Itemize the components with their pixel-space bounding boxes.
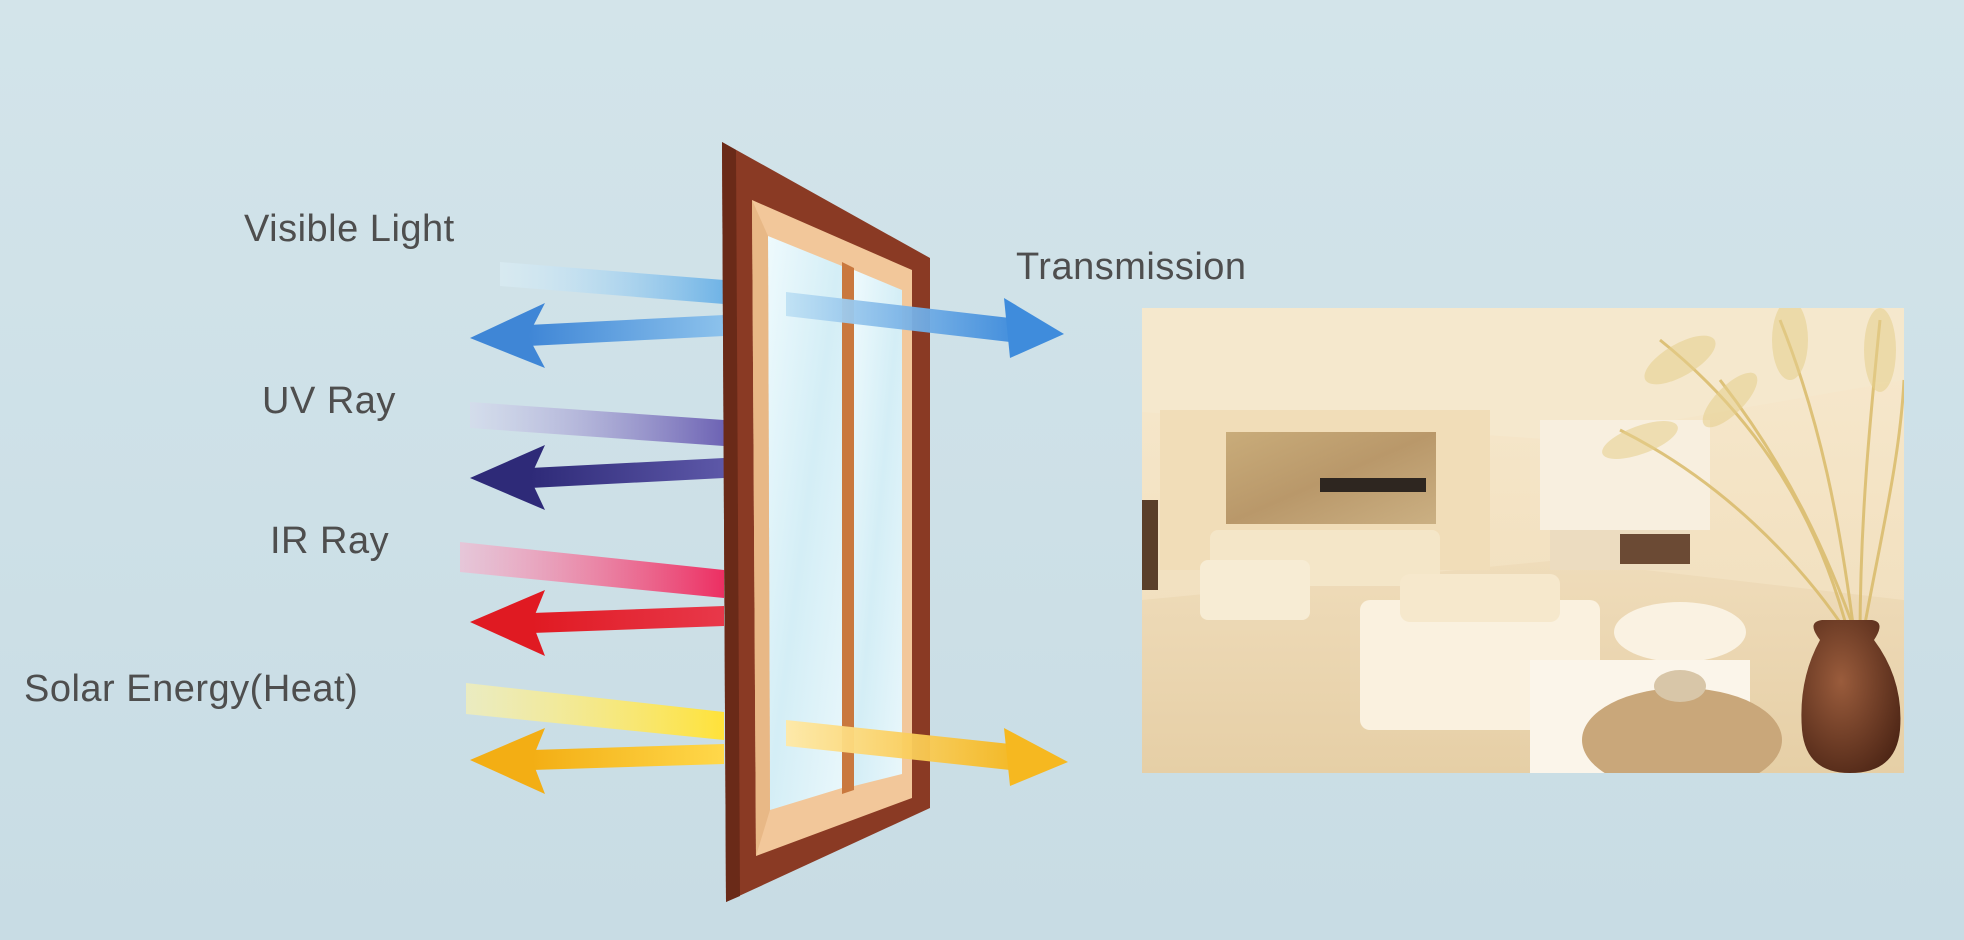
glass-pane-left bbox=[768, 236, 842, 810]
visible-light-reflected-arrow bbox=[470, 303, 724, 368]
glass-pane-right bbox=[854, 270, 902, 786]
label-transmission: Transmission bbox=[1016, 246, 1247, 288]
clay-vase bbox=[1801, 620, 1901, 773]
label-uv-ray: UV Ray bbox=[262, 380, 396, 422]
visible-light-transmission-arrow bbox=[786, 292, 1064, 358]
uv-ray-reflected-arrow bbox=[470, 445, 724, 510]
solar-energy-incoming-arrow bbox=[466, 683, 724, 740]
label-solar-energy: Solar Energy(Heat) bbox=[24, 668, 359, 710]
label-ir-ray: IR Ray bbox=[270, 520, 390, 562]
uv-ray-incoming-arrow bbox=[470, 402, 724, 446]
ir-ray-reflected-arrow bbox=[470, 590, 724, 656]
interior-room-photo bbox=[1142, 308, 1904, 773]
label-visible-light: Visible Light bbox=[244, 208, 455, 250]
ir-ray-incoming-arrow bbox=[460, 542, 724, 598]
solar-energy-reflected-arrow bbox=[470, 728, 724, 794]
window-frame bbox=[722, 142, 930, 902]
solar-energy-transmission-arrow bbox=[786, 720, 1068, 786]
visible-light-incoming-arrow bbox=[500, 262, 724, 304]
wicker-basket bbox=[1582, 688, 1782, 773]
